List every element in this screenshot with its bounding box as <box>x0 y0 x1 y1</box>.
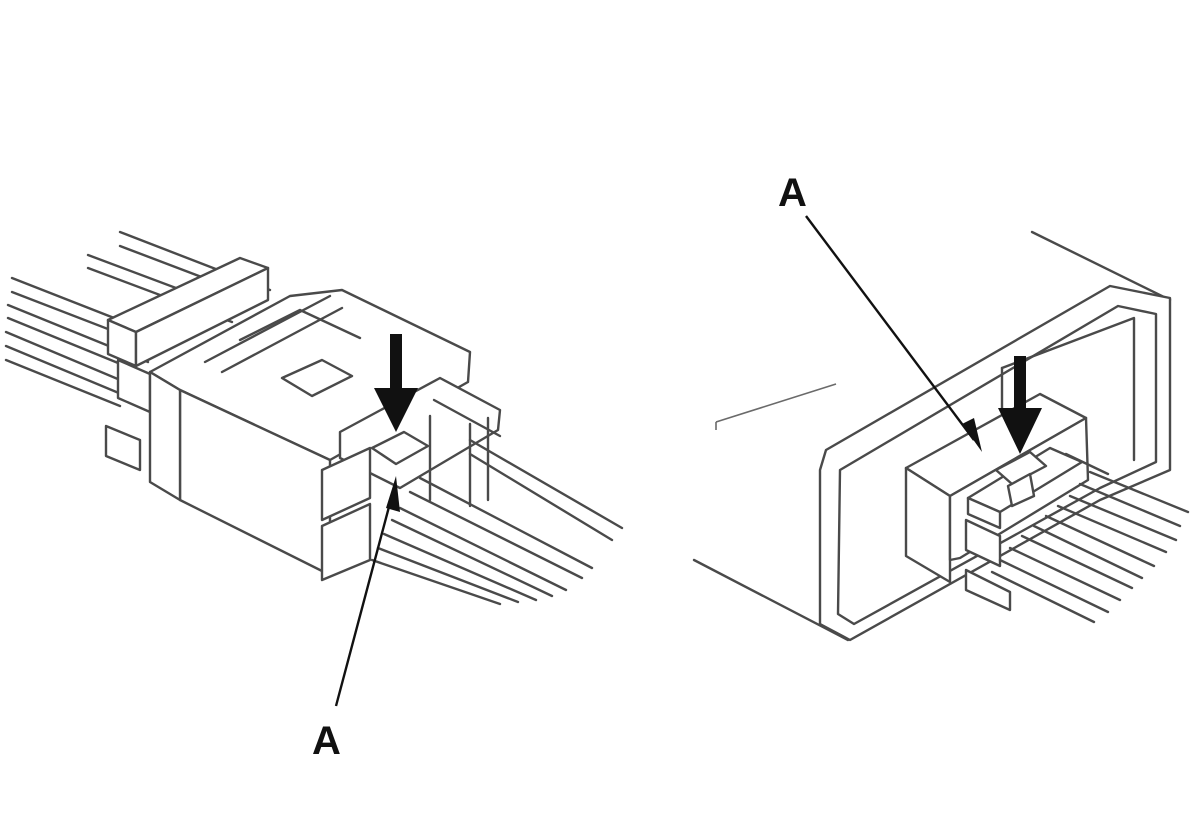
right-plug <box>904 392 1110 612</box>
right-wires <box>990 470 1190 624</box>
right-connector: A <box>692 171 1190 642</box>
right-callout-label: A <box>778 171 807 215</box>
left-callout-arrowhead <box>386 476 400 512</box>
left-connector: A <box>4 230 624 763</box>
left-rear-retainer <box>104 256 270 472</box>
left-rear-wires <box>4 230 272 408</box>
right-callout-arrowhead <box>962 418 982 452</box>
left-callout-leader <box>334 487 396 707</box>
right-push-arrow-icon <box>998 356 1042 454</box>
left-push-arrow-icon <box>374 334 418 432</box>
right-outer-body <box>692 230 1172 642</box>
left-front-wires <box>370 438 624 606</box>
right-callout-leader <box>805 215 975 441</box>
left-callout-label: A <box>312 719 341 763</box>
